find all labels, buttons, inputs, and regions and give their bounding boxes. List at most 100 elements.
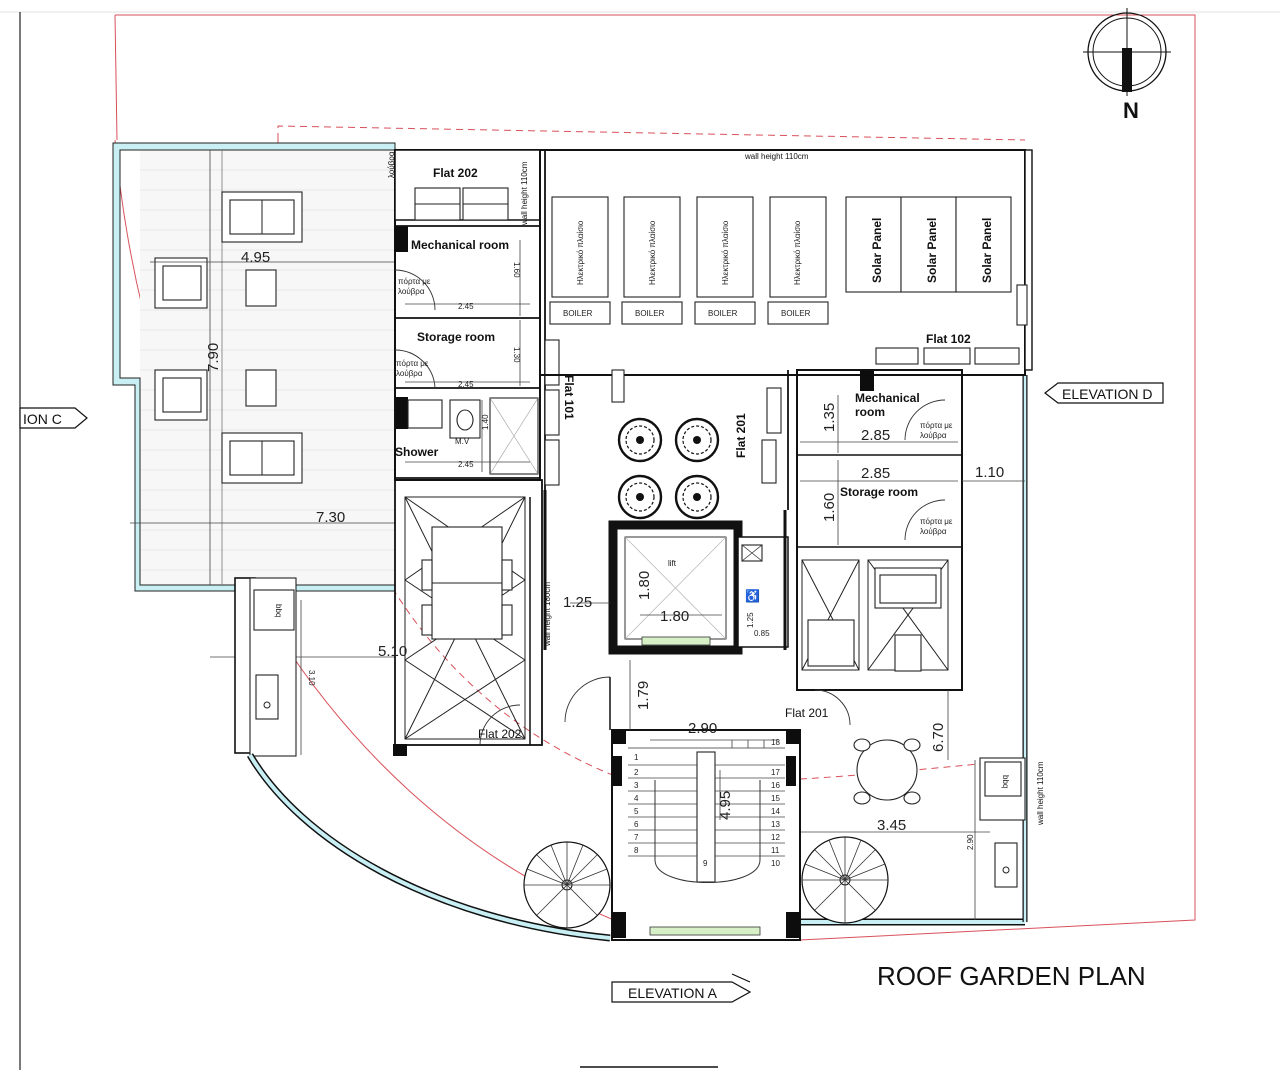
stair-step: 17 [771,768,780,777]
dim-7-90: 7.90 [205,343,222,372]
stair-step: 3 [634,781,639,790]
elevation-d-tag[interactable] [1044,382,1164,404]
dim-3-45: 3.45 [877,817,906,834]
note-door-louver-1a: πόρτα με [398,277,431,286]
lift-core [608,510,789,655]
dim-4-95-left: 4.95 [241,249,270,266]
note-wall-height-top: wall height 110cm [744,152,809,161]
stair-step: 7 [634,833,639,842]
dim-1-10: 1.10 [975,464,1004,481]
dim-1-79: 1.79 [635,681,652,710]
boiler-label-3: BOILER [708,309,738,318]
dim-3-10: 3.10 [307,670,316,686]
left-void-pergola [393,479,543,756]
room-flat-202-lower: Flat 202 [478,727,522,741]
stair-step: 9 [703,859,708,868]
elevation-a-tag[interactable] [611,973,752,1003]
stair-step: 6 [634,820,639,829]
solar-panel-3 [955,196,1012,293]
dim-0-85: 0.85 [754,629,770,638]
boiler-1 [549,196,611,325]
stair-step: 2 [634,768,639,777]
note-door-louver-3b: λούβρα [920,431,947,440]
bbq-label-right: bbq [1001,775,1010,788]
stair-step: 8 [634,846,639,855]
left-terrace [112,142,396,658]
stair-step: 1 [634,753,639,762]
stair-step: 13 [771,820,780,829]
dim-1-35: 1.35 [821,403,838,432]
dim-7-30: 7.30 [316,509,345,526]
north-arrow [1083,8,1171,96]
right-terrace [800,690,1026,920]
electric-panel-3: Ηλεκτρικό πλαίσιο [721,220,730,285]
bbq-label-left: bbq [274,604,283,617]
dim-2-85-a: 2.85 [861,427,890,444]
right-rooms [796,369,1025,726]
spiral-stair-left [523,841,611,929]
left-bbq-counter [234,577,302,757]
note-wall-height-side-top: wall height 110cm [520,161,529,226]
spiral-stair-right [801,836,889,924]
dim-2-85-b: 2.85 [861,465,890,482]
flat-201-column [761,370,789,510]
dim-1-80-horizontal: 1.80 [660,608,689,625]
stair-step: 10 [771,859,780,868]
dim-5-10: 5.10 [378,643,407,660]
dim-1-30: 1.30 [512,347,521,363]
note-door-louver-2b: λούβρα [396,369,423,378]
room-storage-right: Storage room [840,485,918,499]
stair-step: 14 [771,807,780,816]
dim-2-45-c: 2.45 [458,460,474,469]
note-wall-height-right: wall height 110cm [1036,761,1045,826]
stair-step: 4 [634,794,639,803]
dim-2-90-small: 2.90 [966,834,975,850]
stair-step-numbers: 1 2 3 4 5 6 7 8 9 10 11 12 13 14 15 16 1… [634,738,780,868]
room-flat-102: Flat 102 [926,332,971,346]
room-flat-101: Flat 101 [562,375,576,420]
dim-1-60-right: 1.60 [821,493,838,522]
note-door-louver-4b: λούβρα [920,527,947,536]
note-door-louver-2a: πόρτα με [396,359,429,368]
solar-panel-label-3: Solar Panel [980,218,994,283]
solar-panel-label-2: Solar Panel [925,218,939,283]
flat-101-column [543,150,560,650]
rooftop-equipment-area [539,149,1033,376]
room-storage-left: Storage room [417,330,495,344]
boiler-3 [694,196,756,325]
electric-panel-1: Ηλεκτρικό πλαίσιο [576,220,585,285]
dim-6-70: 6.70 [930,723,947,752]
dim-2-90: 2.90 [688,720,717,737]
note-door-louver-4a: πόρτα με [920,517,953,526]
stair-step: 16 [771,781,780,790]
stair-step: 12 [771,833,780,842]
note-mv: M.V [455,437,470,446]
note-door-louver-3a: πόρτα με [920,421,953,430]
stair-step: 15 [771,794,780,803]
room-flat-202-top: Flat 202 [433,166,478,180]
lift-label: lift [668,559,677,568]
electric-panel-4: Ηλεκτρικό πλαίσιο [793,220,802,285]
staircase [611,729,801,941]
elevation-c-tag[interactable] [19,407,88,429]
north-label: N [1123,98,1139,123]
dim-1-80-vertical: 1.80 [636,571,653,600]
left-service-block [394,149,541,481]
stair-step: 5 [634,807,639,816]
note-door-louver-1b: λούβρα [398,287,425,296]
room-mechanical-right-line2: room [855,405,885,419]
wheelchair-icon: ♿ [745,589,760,603]
stair-step: 11 [771,846,780,855]
room-mechanical-right-line1: Mechanical [855,391,920,405]
dim-1-25: 1.25 [563,594,592,611]
room-flat-201-lower: Flat 201 [785,706,829,720]
note-wall-height-left: wall height 180cm [543,582,552,647]
elevation-d-label: ELEVATION D [1062,386,1153,402]
room-flat-201-vertical: Flat 201 [734,413,748,458]
boiler-4 [767,196,829,325]
boiler-2 [621,196,683,325]
solar-panel-label-1: Solar Panel [870,218,884,283]
electric-panel-2: Ηλεκτρικό πλαίσιο [648,220,657,285]
boiler-label-4: BOILER [781,309,811,318]
